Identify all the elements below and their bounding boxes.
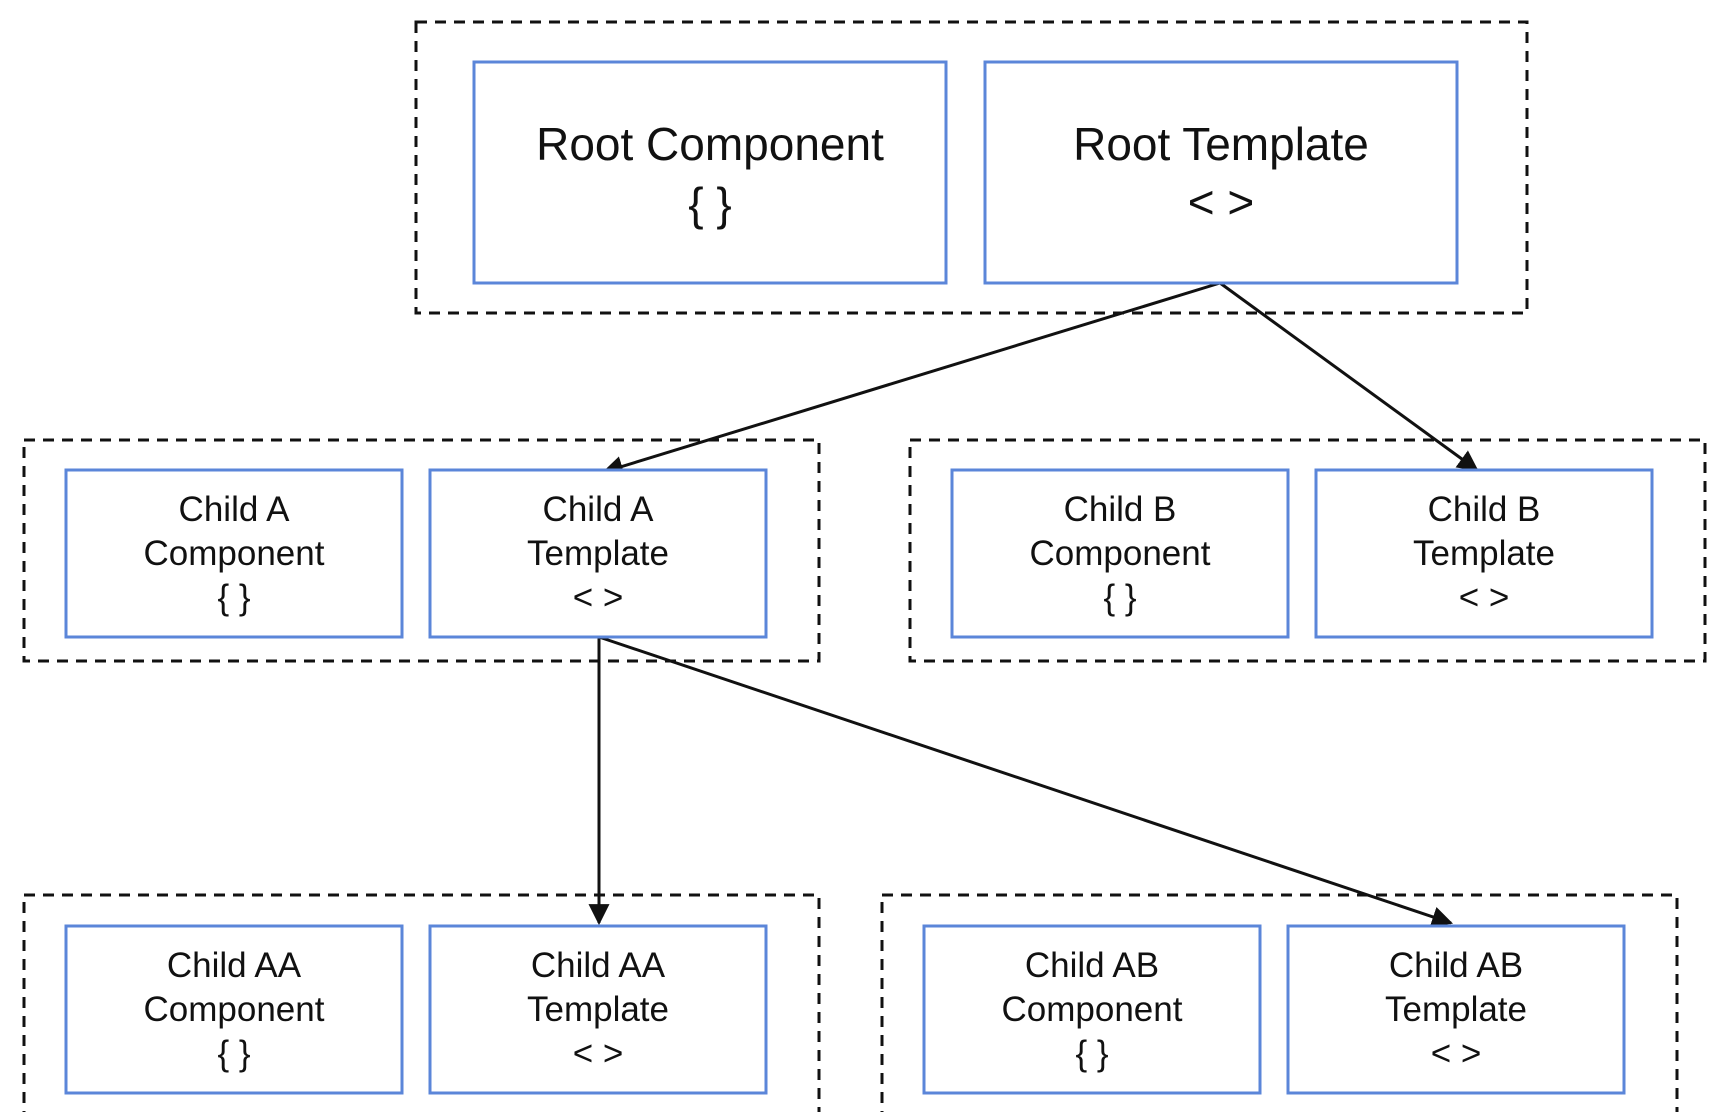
- root-template-node: Root Template < >: [983, 60, 1459, 285]
- node-symbol: { }: [217, 1034, 250, 1073]
- node-subtitle: Component: [1002, 990, 1183, 1029]
- node-title: Child A: [543, 490, 655, 529]
- node-subtitle: Template: [527, 534, 669, 573]
- node-symbol: < >: [1431, 1034, 1482, 1073]
- child-aa-component-node: Child AA Component { }: [64, 924, 404, 1095]
- child-aa-group: [22, 893, 821, 1112]
- node-subtitle: Template: [1413, 534, 1555, 573]
- child-aa-template-node: Child AA Template < >: [428, 924, 768, 1095]
- root-component-node: Root Component { }: [472, 60, 948, 285]
- node-title: Child B: [1064, 490, 1177, 529]
- node-title: Root Component: [536, 118, 884, 170]
- child-b-component-node: Child B Component { }: [950, 468, 1290, 639]
- edge-root-to-child-a: [601, 281, 1221, 477]
- node-symbol: { }: [1103, 578, 1136, 617]
- node-title: Child AB: [1389, 946, 1523, 985]
- child-ab-template-node: Child AB Template < >: [1286, 924, 1626, 1095]
- node-title: Child AA: [167, 946, 302, 985]
- node-symbol: { }: [217, 578, 250, 617]
- child-ab-group: [880, 893, 1679, 1112]
- node-symbol: < >: [573, 578, 624, 617]
- node-subtitle: Component: [144, 534, 325, 573]
- node-subtitle: Template: [1385, 990, 1527, 1029]
- child-b-template-node: Child B Template < >: [1314, 468, 1654, 639]
- node-title: Child B: [1428, 490, 1541, 529]
- root-group: [414, 20, 1529, 315]
- edge-root-to-child-b: [1219, 281, 1479, 472]
- node-symbol: < >: [1188, 176, 1255, 228]
- node-symbol: { }: [1075, 1034, 1108, 1073]
- child-b-group: [908, 438, 1707, 663]
- child-a-component-node: Child A Component { }: [64, 468, 404, 639]
- edge-child-a-to-child-ab: [598, 635, 1453, 927]
- node-symbol: < >: [573, 1034, 624, 1073]
- child-a-group: [22, 438, 821, 663]
- child-a-template-node: Child A Template < >: [428, 468, 768, 639]
- node-symbol: < >: [1459, 578, 1510, 617]
- node-title: Child A: [179, 490, 291, 529]
- node-subtitle: Template: [527, 990, 669, 1029]
- child-ab-component-node: Child AB Component { }: [922, 924, 1262, 1095]
- node-subtitle: Component: [1030, 534, 1211, 573]
- node-title: Child AB: [1025, 946, 1159, 985]
- node-symbol: { }: [688, 178, 732, 230]
- node-title: Child AA: [531, 946, 666, 985]
- node-subtitle: Component: [144, 990, 325, 1029]
- node-title: Root Template: [1073, 118, 1369, 170]
